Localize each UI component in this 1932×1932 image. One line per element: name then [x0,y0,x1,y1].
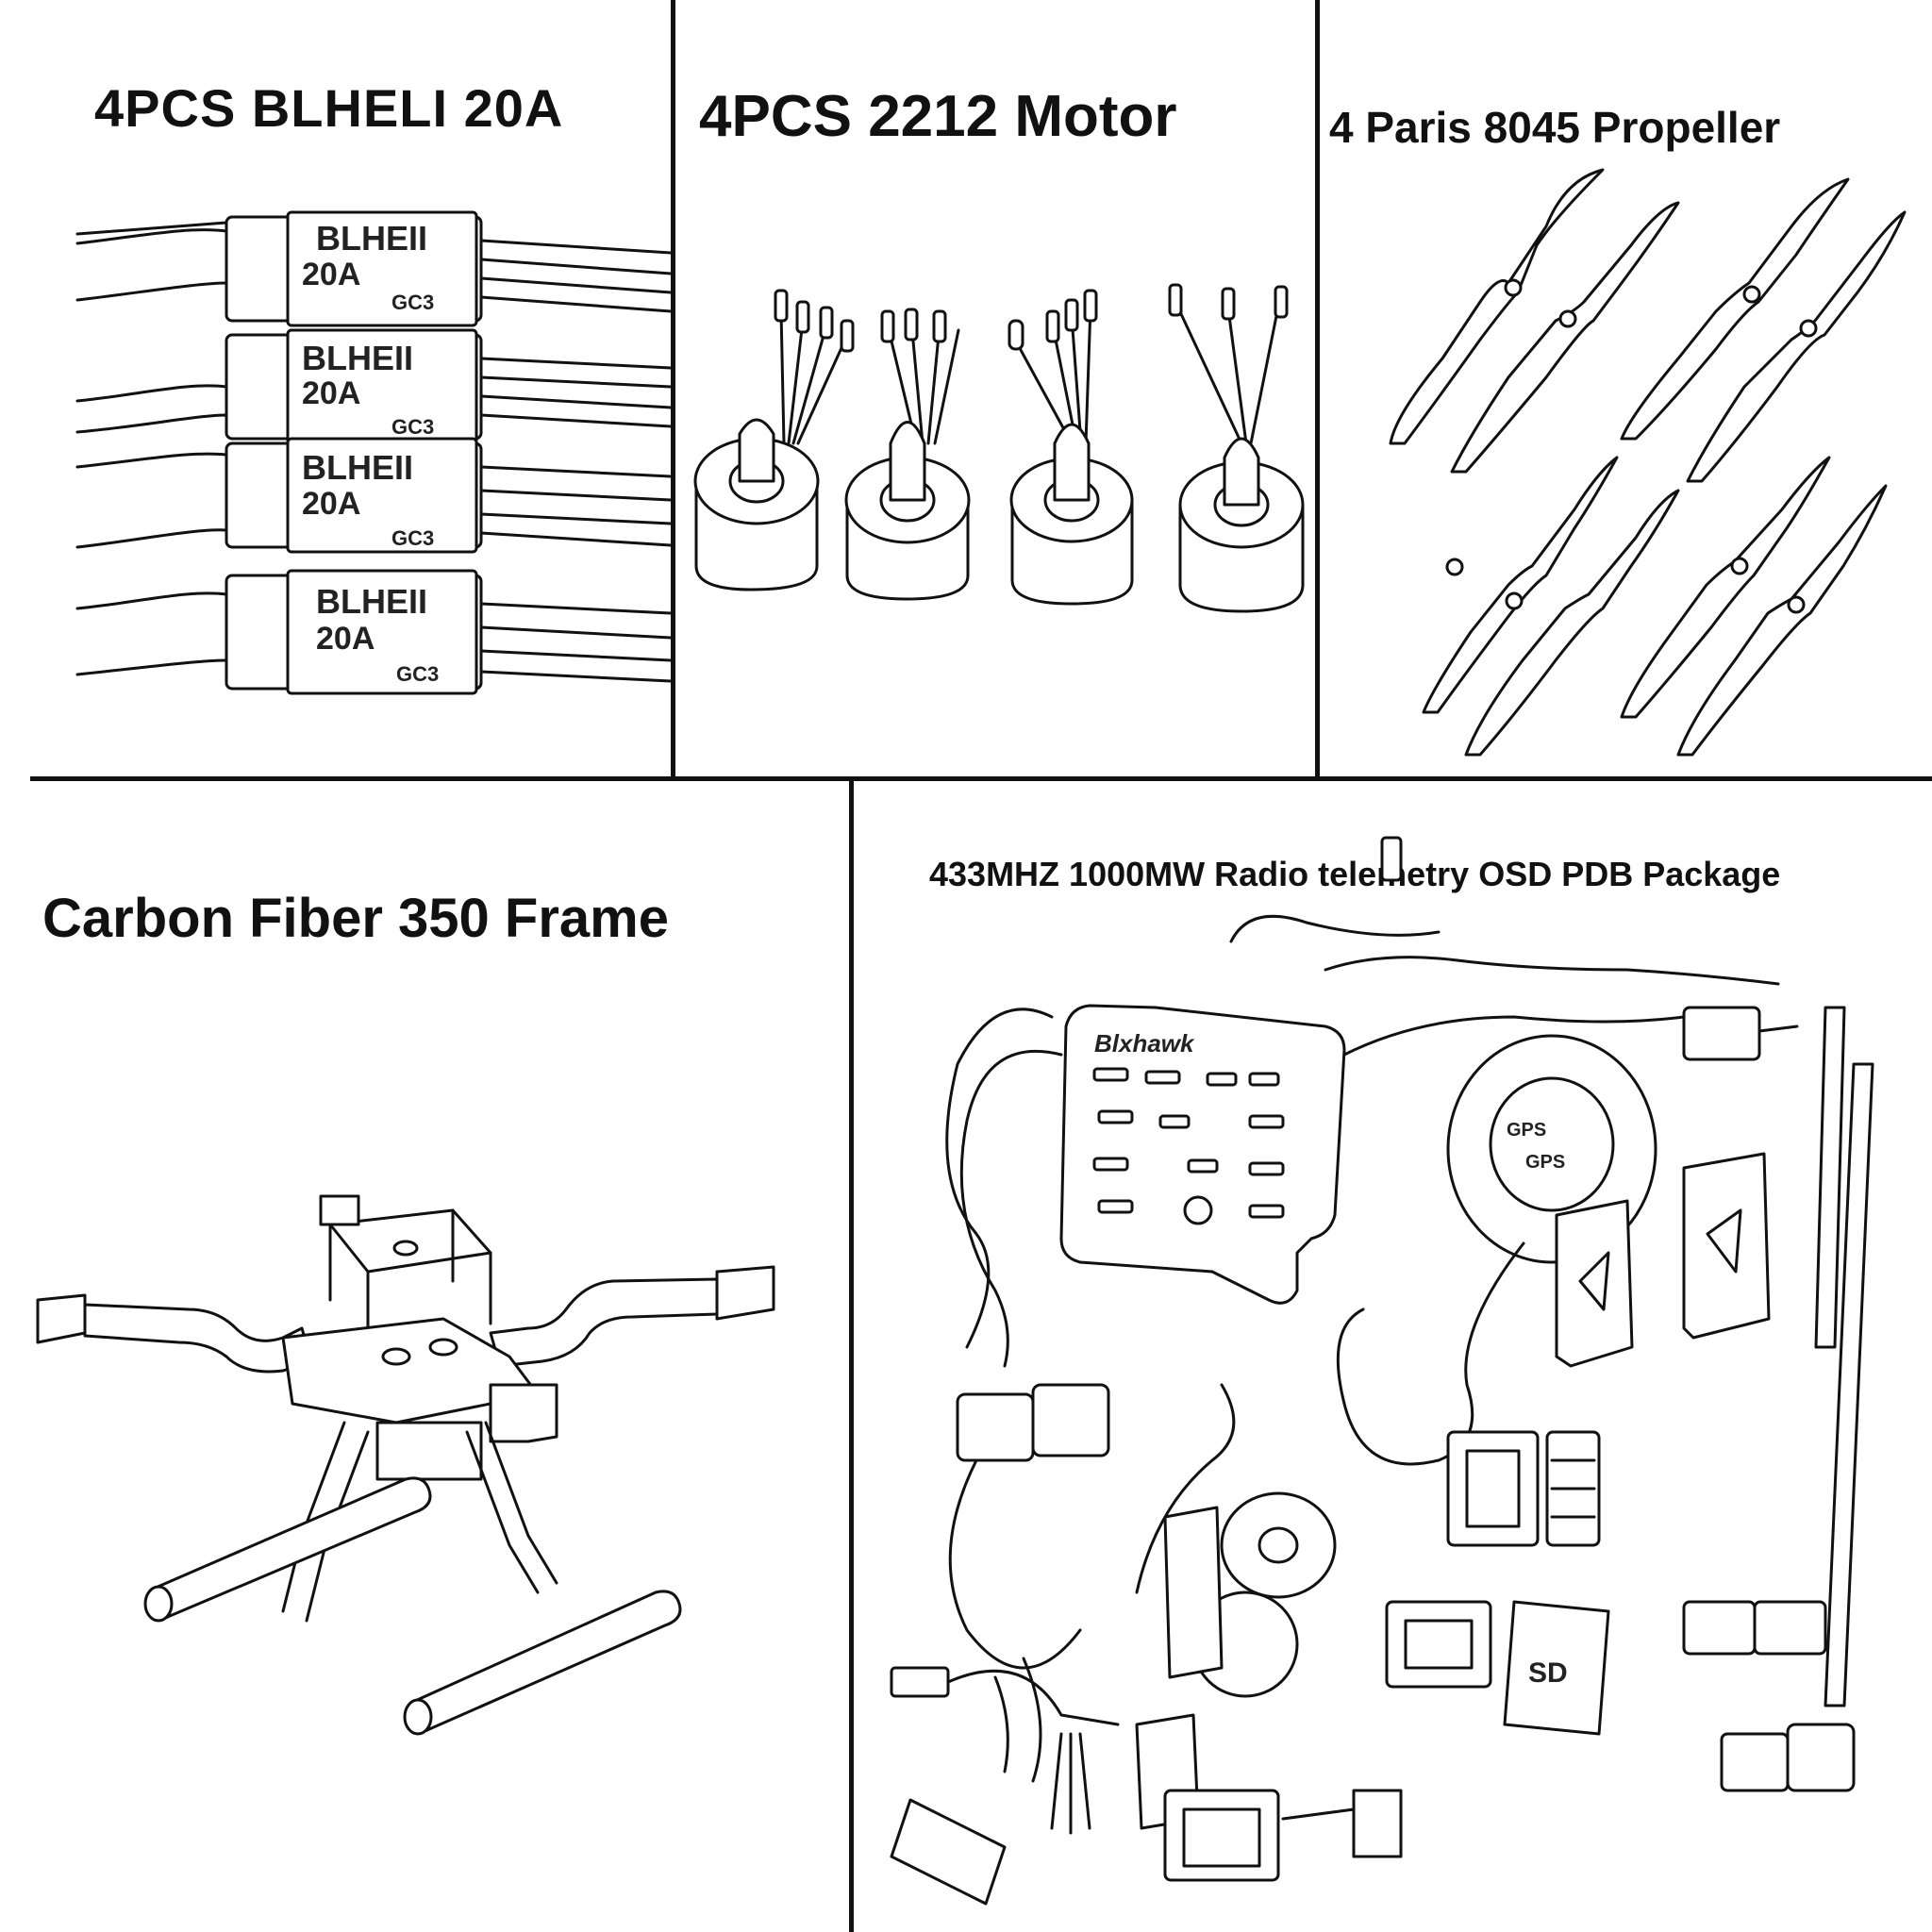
propeller-title: 4 Paris 8045 Propeller [1329,103,1781,152]
package-illustration: Blxhawk GPS GPS [890,836,1874,1906]
frame-illustration [36,1194,775,1736]
pdb-board [1385,1430,1601,1689]
frame-right-arm [489,1265,775,1368]
esc-panel: 4PCS BLHELI 20A BLHEII 20A [0,0,671,776]
esc-4-board-line-1: BLHEII [316,582,427,621]
esc-unit-4 [75,569,671,695]
esc-4-code: GC3 [396,662,439,686]
esc-2-board-line-1: BLHEII [302,339,413,377]
divider-top-right [1315,0,1320,776]
esc-1-board-line-2: 20A [302,257,360,292]
esc-4-board-line-2: 20A [316,621,375,657]
frame-left-arm [36,1293,313,1374]
esc-unit-3 [75,437,671,554]
frame-title: Carbon Fiber 350 Frame [42,888,669,949]
esc-2-board-line-2: 20A [302,375,360,411]
motor-2 [844,308,971,601]
propeller-4 [1620,456,1888,757]
gps-label: GPS [1507,1120,1546,1141]
propeller-illustration [1389,168,1907,757]
flight-controller-label: Blxhawk [1094,1029,1195,1058]
divider-top-left [671,0,675,776]
power-module [948,1383,1110,1670]
package-title: 433MHZ 1000MW Radio telemetry OSD PDB Pa… [929,855,1781,893]
propeller-3 [1422,456,1680,757]
package-panel: 433MHZ 1000MW Radio telemetry OSD PDB Pa… [854,781,1932,1932]
motor-1 [693,289,855,591]
divider-horizontal [30,776,1932,781]
esc-1-code: GC3 [391,291,434,314]
osd-board [1135,1506,1403,1882]
misc-connectors [890,1383,1236,1906]
esc-3-code: GC3 [391,526,434,550]
frame-landing-gear [143,1421,682,1736]
propeller-panel: 4 Paris 8045 Propeller [1320,0,1932,776]
flight-controller: Blxhawk [1059,1004,1346,1305]
esc-unit-2 [75,328,671,445]
esc-3-board-line-2: 20A [302,486,360,522]
antenna [1682,1006,1874,1792]
motor-3 [1008,289,1134,606]
propeller-1 [1389,168,1680,474]
gps-sublabel: GPS [1525,1152,1565,1173]
esc-title: 4PCS BLHELI 20A [94,78,564,138]
micro-sd-card: SD [1503,1600,1610,1736]
cables [945,836,1799,1368]
divider-bottom [849,779,854,1932]
esc-3-board-line-1: BLHEII [302,448,413,487]
telemetry-radios [1555,1152,1771,1368]
frame-panel: Carbon Fiber 350 Frame [0,781,849,1932]
sd-card-label: SD [1528,1657,1568,1689]
motor-illustration [693,283,1305,613]
propeller-2 [1620,177,1907,483]
motor-title: 4PCS 2212 Motor [699,84,1177,149]
esc-illustration: BLHEII 20A GC3 BLHEII 20A GC3 BLHEII 20A… [75,210,671,695]
motor-4 [1168,283,1305,613]
esc-2-code: GC3 [391,415,434,439]
esc-unit-1 [75,210,671,327]
frame-center-plates [281,1194,558,1481]
esc-1-board-line-1: BLHEII [316,219,427,258]
motor-panel: 4PCS 2212 Motor [675,0,1315,776]
